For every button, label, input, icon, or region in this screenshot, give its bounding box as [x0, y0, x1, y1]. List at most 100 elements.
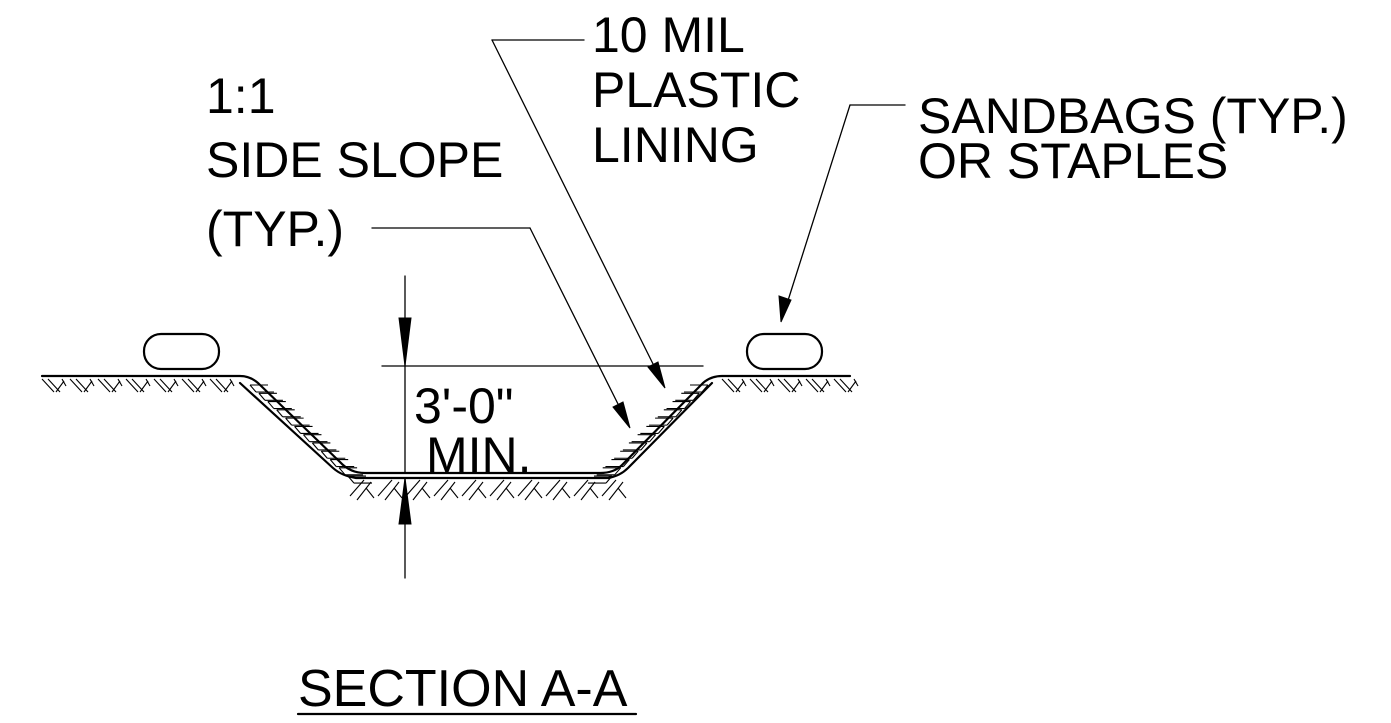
hatch-stroke: [285, 417, 293, 426]
hatch-stroke: [329, 459, 337, 467]
hatch-stroke: [195, 380, 205, 393]
hatch-stroke: [631, 450, 639, 459]
ground-hatch-right: [721, 378, 859, 393]
hatch-stroke: [125, 378, 139, 393]
hatch-stroke: [580, 481, 596, 501]
hatch-stroke: [201, 378, 207, 387]
hatch-stroke: [755, 378, 769, 393]
hatch-stroke: [258, 392, 266, 401]
side-slope-label: SIDE SLOPE: [206, 132, 503, 188]
hatch-stroke: [356, 481, 372, 501]
side-slope-leader: [371, 227, 631, 429]
sandbags-leader: [778, 104, 906, 323]
hatch-stroke: [721, 378, 735, 393]
hatch-stroke: [83, 380, 93, 393]
ground-hatch-bottom: [349, 479, 627, 501]
hatch-stroke: [249, 384, 257, 393]
hatch-stroke: [433, 479, 449, 497]
hatch-stroke: [449, 487, 459, 499]
hatch-stroke: [811, 378, 825, 393]
sandbags-label-2: OR STAPLES: [918, 133, 1228, 189]
plastic-lining-line: [238, 381, 714, 480]
hatch-stroke: [412, 481, 428, 501]
hatch-stroke: [819, 380, 829, 393]
hatch-stroke: [552, 481, 568, 501]
hatch-stroke: [524, 481, 540, 501]
ground-surface-line: [40, 374, 852, 475]
hatch-stroke: [545, 479, 561, 497]
hatch-stroke: [103, 378, 117, 393]
hatch-stroke: [749, 378, 763, 393]
hatch-stroke: [477, 487, 487, 499]
hatch-stroke: [145, 378, 151, 387]
hatch-stroke: [533, 487, 543, 499]
hatch-stroke: [61, 378, 67, 387]
hatch-stroke: [589, 487, 599, 499]
hatch-stroke: [617, 487, 627, 499]
hatch-stroke: [209, 378, 223, 393]
ground-hatch: [41, 378, 859, 501]
section-title: SECTION A-A: [298, 660, 628, 718]
hatch-stroke: [692, 392, 700, 401]
hatch-stroke: [769, 378, 775, 387]
sandbag-left: [142, 332, 221, 371]
hatch-stroke: [41, 378, 55, 393]
hatch-stroke: [187, 378, 201, 393]
hatch-stroke: [181, 378, 195, 393]
sandbag-right: [745, 332, 824, 371]
hatch-stroke: [303, 434, 310, 443]
lining-label-1: 10 MIL: [592, 7, 745, 63]
hatch-stroke: [657, 426, 665, 434]
hatch-stroke: [684, 401, 691, 409]
hatch-stroke: [117, 378, 123, 387]
hatch-stroke: [111, 380, 121, 393]
hatch-stroke: [276, 409, 284, 418]
hatch-stroke: [601, 479, 617, 497]
lining-label-2: PLASTIC: [592, 62, 800, 118]
hatch-stroke: [853, 378, 859, 387]
hatch-stroke: [833, 378, 847, 393]
hatch-stroke: [75, 378, 89, 393]
hatch-stroke: [320, 450, 328, 459]
hatch-stroke: [608, 481, 624, 501]
hatch-stroke: [763, 380, 773, 393]
hatch-stroke: [791, 380, 801, 393]
side-slope-typ-label: (TYP.): [206, 201, 344, 257]
hatch-stroke: [614, 467, 622, 476]
hatch-stroke: [496, 481, 512, 501]
hatch-stroke: [468, 481, 484, 501]
hatch-stroke: [797, 378, 803, 387]
hatch-stroke: [365, 487, 375, 499]
ground-hatch-left: [41, 378, 235, 393]
hatch-stroke: [489, 479, 505, 497]
hatch-stroke: [139, 380, 149, 393]
hatch-stroke: [735, 380, 745, 393]
hatch-stroke: [777, 378, 791, 393]
hatch-stroke: [97, 378, 111, 393]
hatch-stroke: [69, 378, 83, 393]
hatch-stroke: [561, 487, 571, 499]
hatch-stroke: [640, 442, 648, 451]
hatch-stroke: [167, 380, 177, 393]
hatch-stroke: [55, 380, 65, 393]
hatch-stroke: [783, 378, 797, 393]
hatch-stroke: [393, 487, 403, 499]
hatch-stroke: [377, 479, 393, 497]
hatch-stroke: [405, 479, 421, 497]
sandbags-label-1: SANDBAGS (TYP.): [918, 88, 1348, 144]
hatch-stroke: [223, 380, 233, 393]
hatch-stroke: [294, 426, 301, 434]
hatch-stroke: [573, 479, 589, 497]
hatch-stroke: [839, 378, 853, 393]
hatch-stroke: [421, 487, 431, 499]
hatch-stroke: [623, 459, 630, 467]
depth-label: 3'-0": [414, 378, 514, 434]
hatch-stroke: [267, 401, 275, 409]
hatch-stroke: [649, 434, 657, 443]
hatch-stroke: [47, 378, 61, 393]
hatch-stroke: [89, 378, 95, 387]
hatch-stroke: [727, 378, 741, 393]
depth-min-label: MIN.: [426, 427, 532, 483]
hatch-stroke: [805, 378, 819, 393]
hatch-stroke: [311, 442, 319, 451]
